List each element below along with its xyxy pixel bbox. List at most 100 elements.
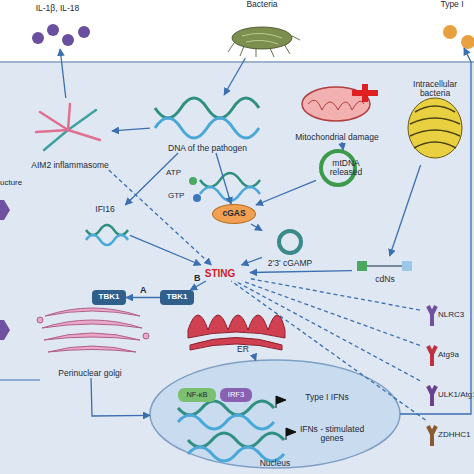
cytokine-dot — [78, 26, 90, 38]
node-text: DNA of the pathogen — [168, 144, 247, 153]
golgi-drawing — [37, 308, 149, 352]
golgi-cisterna — [44, 333, 140, 340]
node-text: 2'3' cGAMP — [268, 259, 312, 268]
arrow-connector — [242, 257, 263, 265]
arrow-connector — [250, 271, 352, 273]
gtp-dot — [193, 194, 201, 202]
node-text: Nucleus — [260, 459, 291, 468]
dashed-connector — [235, 281, 420, 381]
arrow-connector — [130, 235, 201, 265]
aim2-arm — [68, 110, 96, 130]
dashed-connector — [109, 170, 212, 265]
cgamp-ring — [279, 231, 301, 253]
partial-shape — [0, 200, 10, 220]
node-text: cGAS — [222, 209, 245, 218]
node-text: mtDNA released — [316, 159, 376, 178]
arrow-connector — [224, 58, 245, 95]
aim2-arm — [36, 130, 68, 132]
dashed-connector — [231, 281, 425, 420]
arrow-connector — [342, 142, 343, 150]
gene-node: Type I IFNs — [290, 386, 364, 410]
partial-shape — [0, 320, 10, 340]
node-text: Bacteria — [246, 0, 277, 9]
nucleus-outline — [150, 360, 400, 468]
cytokine-dot — [32, 32, 44, 44]
cell-cytoplasm — [0, 62, 474, 474]
interferon-dot — [461, 35, 474, 49]
helix-strand — [200, 187, 260, 201]
cell-membrane — [0, 61, 474, 63]
arrow-connector — [400, 48, 471, 414]
golgi-vesicle — [143, 333, 149, 339]
interferon-dot — [443, 25, 457, 39]
golgi-cisterna — [45, 308, 140, 316]
bacteria-node: Bacteria — [222, 0, 302, 58]
organelle-node: ER — [188, 296, 298, 354]
node-text: cdNs — [375, 275, 394, 284]
edge-label: A — [140, 285, 147, 295]
arrow-connector — [126, 297, 160, 298]
node-text: IRF3 — [228, 391, 244, 399]
dashed-connector — [242, 281, 420, 345]
node-text: IL-1β, IL-18 — [36, 4, 80, 13]
regulator-node: NLRC3 — [420, 300, 473, 330]
node-text: IFNs - stimulated genes — [290, 425, 374, 444]
er-drawing — [188, 315, 285, 350]
er-fold — [190, 338, 282, 351]
regulator-node: ULK1/Atg1 — [420, 380, 473, 410]
golgi-cisterna — [48, 346, 136, 352]
cdn-block — [357, 261, 367, 271]
node-text: Type I IFNs — [305, 393, 348, 402]
edge-label: B — [194, 273, 201, 283]
arrow-connector — [253, 354, 255, 361]
bacteria-node: Intracellular bacteria — [400, 80, 470, 165]
node-text: Intracellular bacteria — [400, 80, 470, 99]
transcription-factor: IRF3 — [220, 388, 252, 402]
aim2-arm — [40, 112, 68, 130]
intracellular-bacterium-drawing — [408, 98, 462, 158]
regulator-node: Atg9a — [420, 340, 473, 370]
helix-strand — [178, 401, 274, 415]
node-text: STING — [205, 268, 236, 279]
mtdna-node: mtDNA released — [316, 150, 376, 186]
node-text: AIM2 inflammasome — [31, 161, 108, 170]
transcription-flag — [276, 396, 286, 408]
ifi16-dna-helix — [86, 225, 128, 245]
helix-strand — [155, 118, 259, 138]
golgi-vesicle — [37, 317, 43, 323]
transcription-flag — [286, 428, 296, 440]
cgas-dna-helix — [200, 173, 260, 201]
dna-node: DNA of the pathogen — [150, 95, 265, 153]
enzyme-node: cGAS — [212, 204, 256, 224]
atg9a-symbol — [428, 346, 436, 366]
node-text: Mitochondrial damage — [295, 133, 379, 142]
arrow-connector — [256, 180, 316, 205]
node-text: IFI16 — [95, 205, 114, 214]
arrow-connector — [112, 128, 150, 131]
kinase-node: TBK1 — [92, 290, 126, 305]
arrow-connector — [251, 224, 262, 231]
helix-strand — [178, 415, 274, 429]
node-text: ER — [237, 345, 249, 354]
bacterium-body — [408, 98, 462, 158]
inflammasome-node: AIM2 inflammasome — [28, 98, 112, 170]
helix-strand — [86, 225, 128, 235]
arrow-connector — [216, 153, 231, 204]
node-text: Type I — [440, 0, 463, 9]
aim2-arm — [68, 104, 70, 130]
aim2-arm — [44, 130, 68, 150]
free-label: GTP — [168, 191, 184, 200]
organelle-node: Perinuclear golgi — [40, 298, 140, 378]
nuclear-dna-helix — [178, 401, 284, 461]
node-text: ULK1/Atg1 — [438, 391, 474, 400]
interferon-node: Type I — [430, 0, 474, 48]
bacterium-texture — [410, 106, 460, 148]
cdn-block — [402, 261, 412, 271]
damage-cross — [352, 84, 378, 102]
helix-strand — [200, 173, 260, 187]
node-text: TBK1 — [99, 293, 120, 302]
regulator-node: ZDHHC1 — [420, 420, 473, 450]
mitochondrial-cristae — [308, 100, 364, 110]
